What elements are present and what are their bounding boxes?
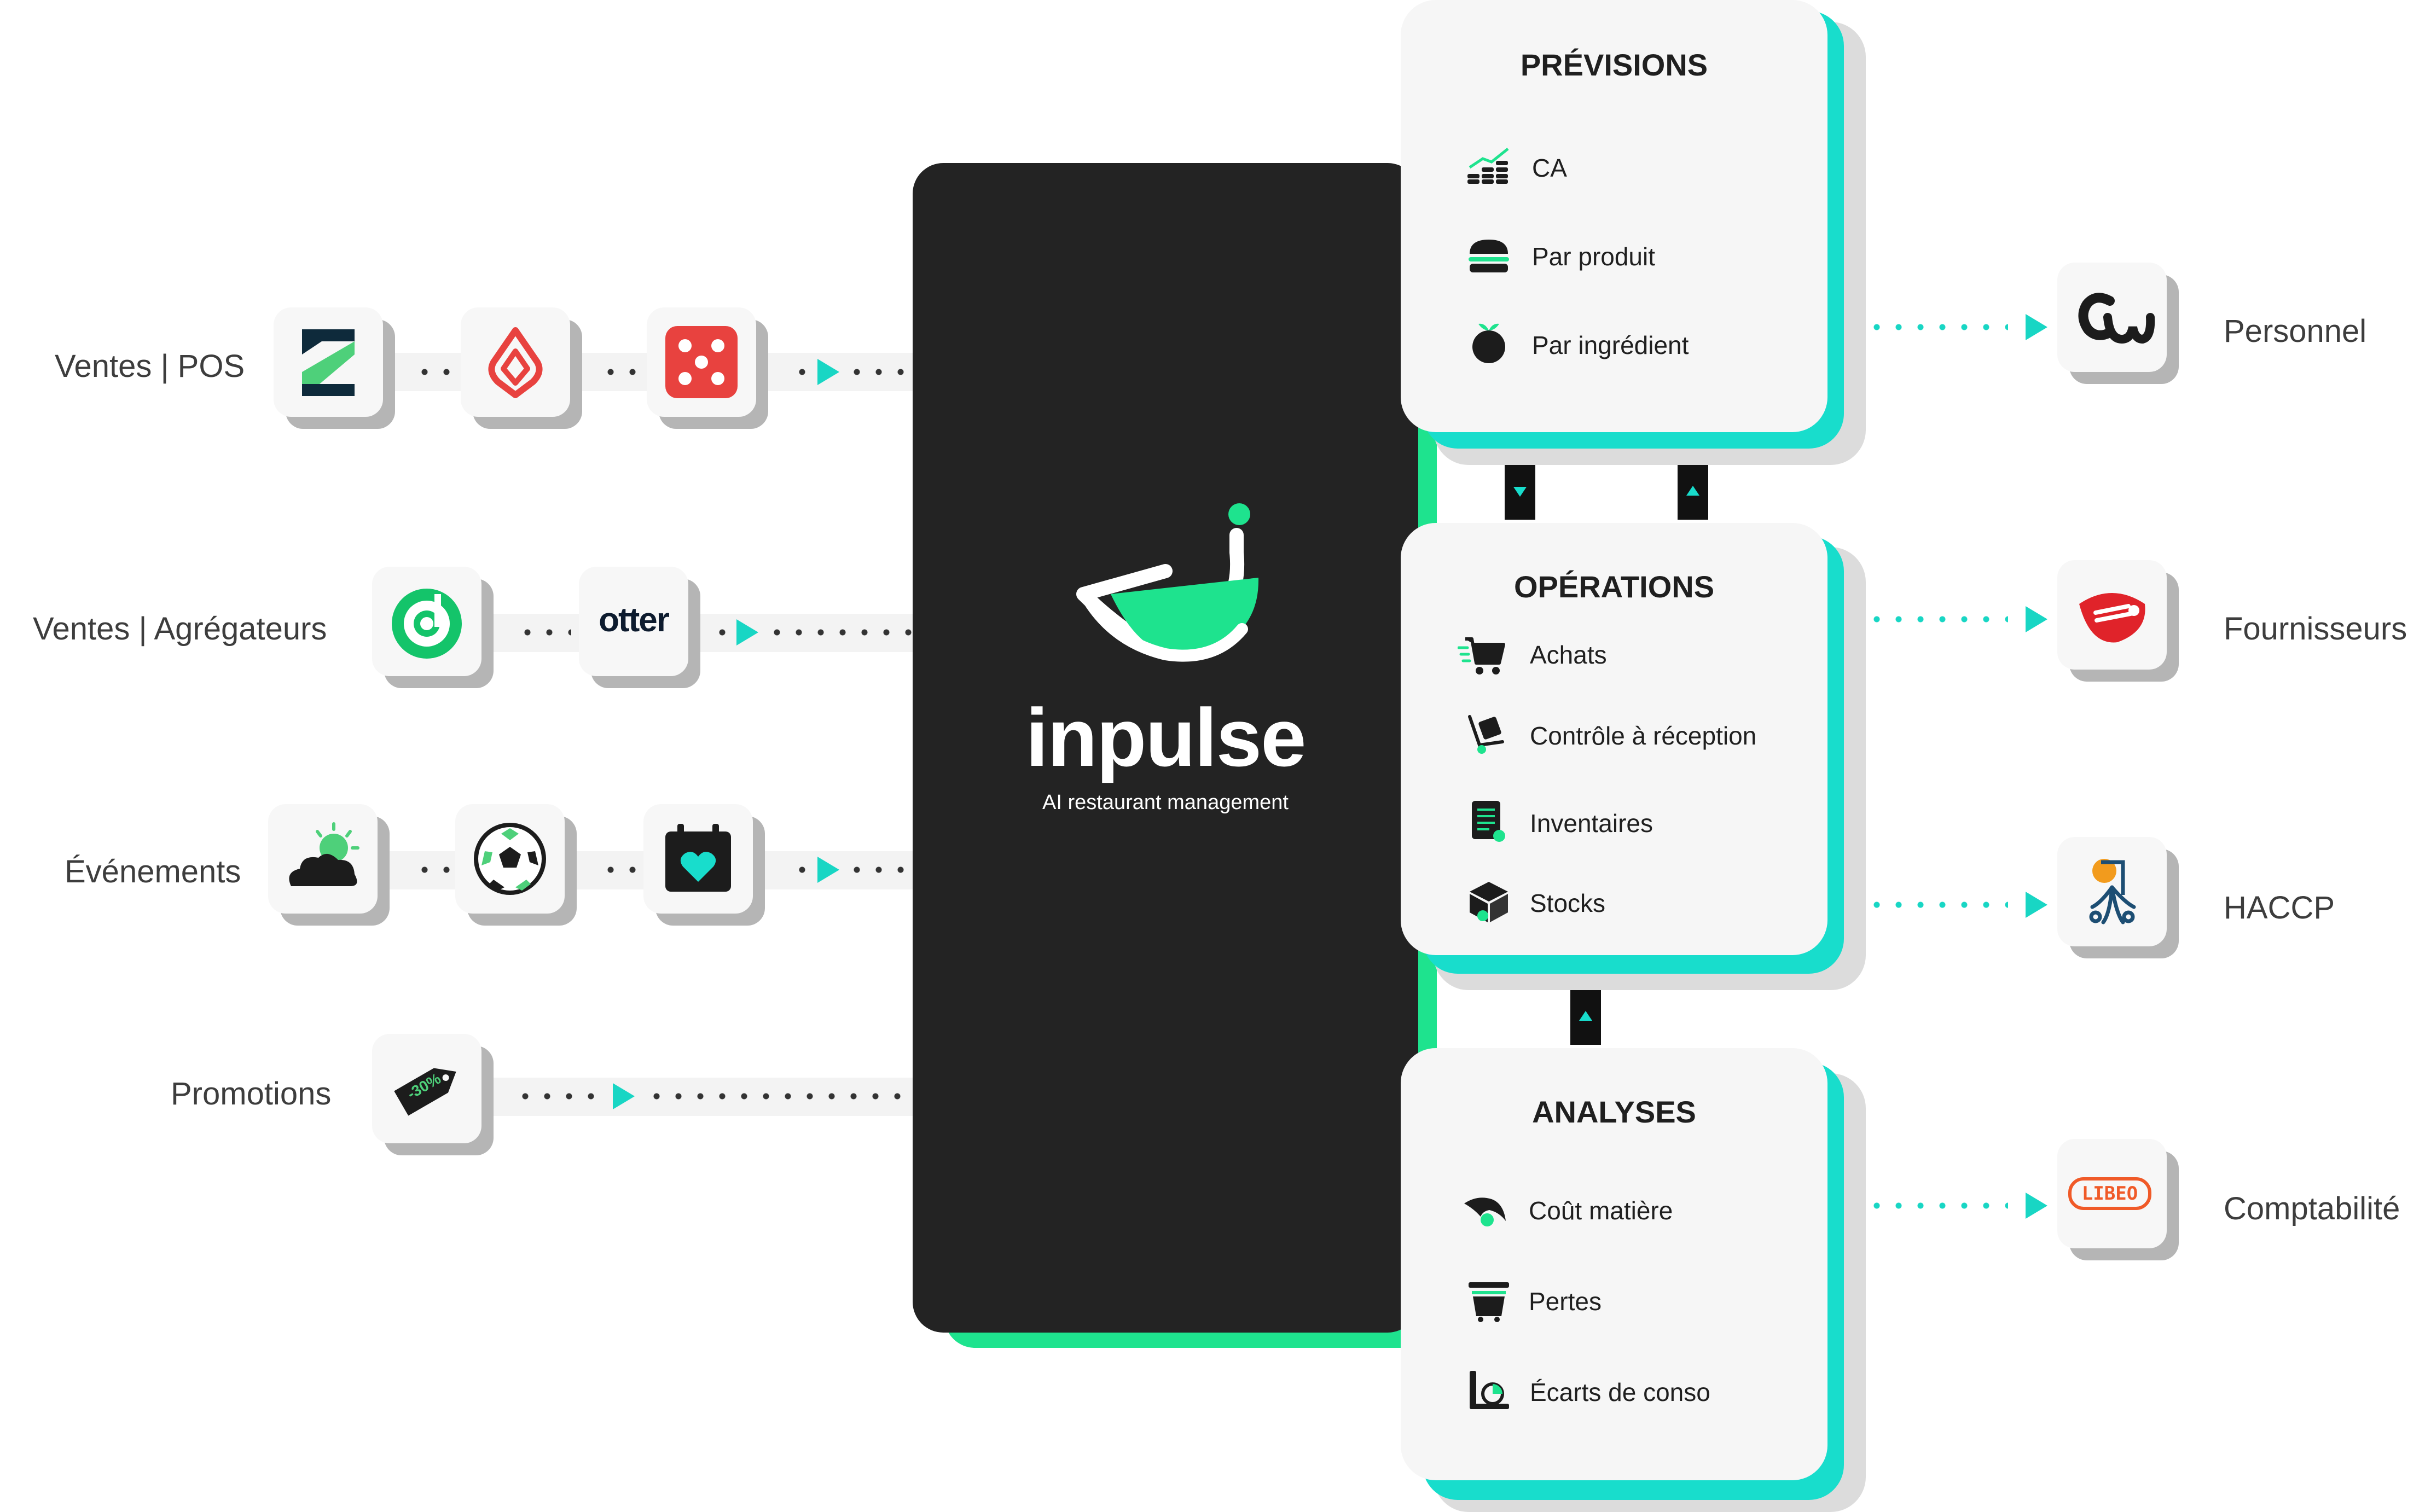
output-label-personnel: Personnel: [2224, 313, 2367, 349]
input-label-aggregators: Ventes | Agrégateurs: [33, 611, 327, 647]
cost-fish-icon: [1464, 1197, 1506, 1226]
analyses-item-cout-matiere[interactable]: Coût matière: [1529, 1196, 1673, 1225]
haccp-octopus-icon: [2089, 859, 2136, 924]
delivery-trolley-icon: [1468, 715, 1504, 754]
waste-bin-icon: [1469, 1282, 1509, 1322]
promotion-tag-tile[interactable]: -30%: [372, 1034, 481, 1143]
inpulse-logo-icon: [1076, 503, 1259, 662]
input-label-promotions: Promotions: [171, 1076, 332, 1112]
delivery-d-icon: [392, 589, 462, 659]
brand-tagline: AI restaurant management: [1042, 791, 1289, 814]
operations-item-inventaires[interactable]: Inventaires: [1530, 809, 1653, 838]
connector-operations-to-previsions: [1678, 465, 1708, 520]
consumption-scale-icon: [1470, 1371, 1509, 1409]
dice-icon: [665, 326, 738, 398]
connector-dots-haccp: [1866, 902, 2008, 908]
personnel-logo-tile[interactable]: [2057, 263, 2167, 372]
dice-pos-logo-tile[interactable]: [647, 307, 756, 417]
otter-wordmark: otter: [599, 601, 670, 639]
weather-cloud-sun-icon: [289, 822, 359, 886]
football-icon: [474, 823, 546, 895]
output-label-haccp: HACCP: [2224, 890, 2335, 926]
weather-tile[interactable]: [268, 804, 378, 914]
connector-dots-promo-1: [514, 1093, 602, 1100]
connector-dots-promo-2: [646, 1093, 912, 1100]
price-tag-icon: [394, 1068, 456, 1116]
connector-dots-pos-2: [600, 369, 654, 375]
previsions-item-par-produit[interactable]: Par produit: [1532, 242, 1656, 271]
connector-dots-pos-4: [846, 369, 912, 375]
stock-box-icon: [1470, 882, 1508, 922]
connector-dots-fournisseurs: [1866, 616, 2008, 623]
arrow-head-events: [817, 857, 839, 883]
zelty-logo-icon: [302, 329, 355, 396]
ingredient-fruit-icon: [1472, 323, 1505, 363]
arrow-head-promotions: [613, 1083, 635, 1109]
previsions-item-par-ingredient[interactable]: Par ingrédient: [1532, 331, 1689, 359]
revenue-coins-icon: [1467, 148, 1509, 184]
connector-dots-pos-1: [414, 369, 468, 375]
deliveroo-logo-tile[interactable]: [372, 567, 481, 676]
connector-dots-agg-1: [517, 629, 571, 636]
connector-dots-pos-3: [791, 369, 808, 375]
arrow-head-personnel: [2026, 314, 2047, 340]
operations-title: OPÉRATIONS: [1513, 569, 1715, 604]
connector-dots-ev-4: [846, 867, 912, 873]
zelty-logo-tile[interactable]: [274, 307, 383, 417]
calendar-tile[interactable]: [643, 804, 753, 914]
output-label-comptabilite: Comptabilité: [2224, 1191, 2400, 1226]
inventory-list-icon: [1472, 801, 1505, 842]
operations-item-achats[interactable]: Achats: [1530, 641, 1607, 669]
core-panel: [913, 163, 1418, 1333]
operations-item-controle-reception[interactable]: Contrôle à réception: [1530, 722, 1757, 750]
operations-item-stocks[interactable]: Stocks: [1530, 889, 1606, 917]
connector-dots-agg-3: [766, 629, 912, 636]
input-label-events: Événements: [65, 854, 241, 889]
lightspeed-logo-tile[interactable]: [461, 307, 570, 417]
analyses-item-ecarts-conso[interactable]: Écarts de conso: [1530, 1378, 1710, 1406]
fournisseurs-logo-tile[interactable]: [2057, 560, 2167, 670]
shopping-cart-icon: [1458, 637, 1505, 674]
previsions-title: PRÉVISIONS: [1520, 48, 1708, 82]
arrow-head-fournisseurs: [2026, 606, 2047, 632]
analyses-title: ANALYSES: [1532, 1095, 1696, 1129]
previsions-item-ca[interactable]: CA: [1532, 154, 1567, 182]
football-tile[interactable]: [455, 804, 565, 914]
previsions-card[interactable]: [1401, 0, 1827, 432]
input-label-pos: Ventes | POS: [55, 348, 245, 384]
connector-analyses-to-operations: [1570, 990, 1601, 1045]
haccp-logo-tile[interactable]: [2057, 837, 2167, 946]
operations-card[interactable]: [1401, 523, 1827, 955]
analyses-item-pertes[interactable]: Pertes: [1529, 1287, 1602, 1316]
arrow-head-comptabilite: [2026, 1193, 2047, 1219]
libeo-wordmark: LIBEO: [2068, 1177, 2151, 1210]
arrow-head-pos: [817, 359, 839, 385]
connector-dots-ev-2: [600, 867, 654, 873]
libeo-logo-tile[interactable]: LIBEO: [2057, 1139, 2167, 1248]
otter-logo-tile[interactable]: otter: [579, 567, 688, 676]
connector-dots-comptabilite: [1866, 1202, 2008, 1209]
connector-previsions-to-operations: [1505, 465, 1535, 520]
combo-logo-icon: [2078, 293, 2155, 344]
arrow-head-aggregators: [736, 619, 758, 645]
connector-dots-ev-1: [414, 867, 468, 873]
connector-dots-agg-2: [711, 629, 728, 636]
connector-dots-personnel: [1866, 324, 2008, 330]
connector-dots-ev-3: [791, 867, 808, 873]
calendar-heart-icon: [665, 824, 731, 892]
brand-name: inpulse: [1025, 691, 1306, 783]
output-label-fournisseurs: Fournisseurs: [2224, 611, 2407, 647]
burger-icon: [1469, 240, 1509, 272]
supplier-plate-icon: [2079, 593, 2145, 643]
lightspeed-flame-icon: [488, 327, 543, 398]
arrow-head-haccp: [2026, 892, 2047, 918]
